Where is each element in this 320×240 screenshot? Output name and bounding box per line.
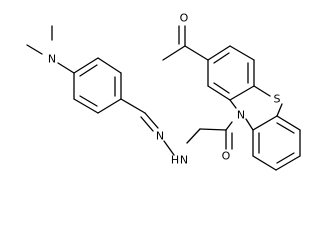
- bond: [252, 155, 277, 171]
- bond: [276, 122, 295, 134]
- bond: [252, 115, 278, 131]
- atom-n-ring: N: [237, 109, 245, 122]
- bond: [73, 98, 99, 114]
- bond: [207, 85, 231, 101]
- bond: [163, 140, 175, 156]
- bond: [225, 121, 233, 131]
- atom-n-hydrazine: N: [180, 154, 188, 167]
- bond: [73, 57, 99, 74]
- atom-s-ring: S: [274, 93, 281, 106]
- bond: [79, 64, 98, 77]
- atom-o-amide: O: [222, 150, 231, 163]
- bond: [120, 98, 146, 114]
- bond: [97, 57, 122, 74]
- atom-n-dimethylamino: N: [48, 53, 56, 66]
- bond: [97, 98, 122, 114]
- bond: [253, 85, 271, 97]
- atom-o-acetyl: O: [180, 12, 189, 25]
- bond: [229, 99, 237, 109]
- atom-n-imine: N: [156, 130, 164, 143]
- bond: [275, 155, 301, 171]
- bond: [276, 115, 301, 131]
- bond: [79, 95, 98, 107]
- bond: [245, 118, 254, 131]
- bond: [57, 62, 75, 74]
- bond: [140, 116, 154, 132]
- bond: [144, 112, 159, 129]
- bond: [184, 45, 209, 61]
- bond: [162, 45, 186, 61]
- atom-h-hydrazine: H: [171, 154, 179, 167]
- atom-labels: N N N H O O S N: [48, 12, 281, 167]
- bond: [276, 103, 283, 117]
- bond: [276, 152, 295, 164]
- bond: [207, 45, 231, 61]
- bonds: [26, 25, 301, 171]
- bond: [213, 82, 230, 94]
- bond: [199, 128, 227, 131]
- bond: [213, 52, 230, 64]
- bond: [229, 85, 255, 101]
- bond: [229, 45, 255, 61]
- bond: [186, 128, 201, 144]
- chemical-structure: N N N H O O S N: [26, 12, 301, 171]
- bond: [26, 44, 43, 55]
